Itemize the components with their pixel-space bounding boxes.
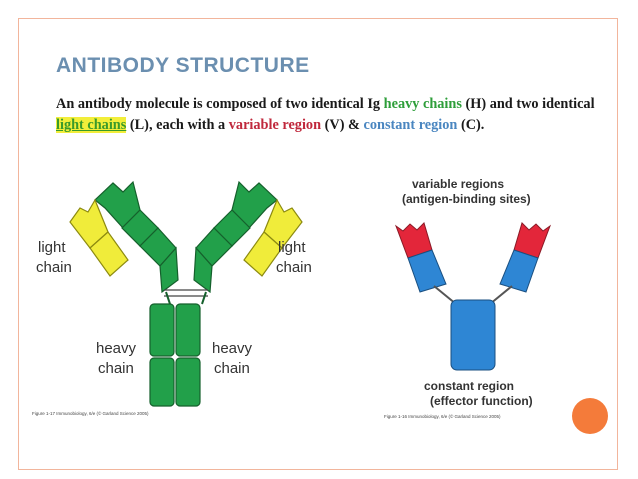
decorative-circle <box>0 0 638 479</box>
